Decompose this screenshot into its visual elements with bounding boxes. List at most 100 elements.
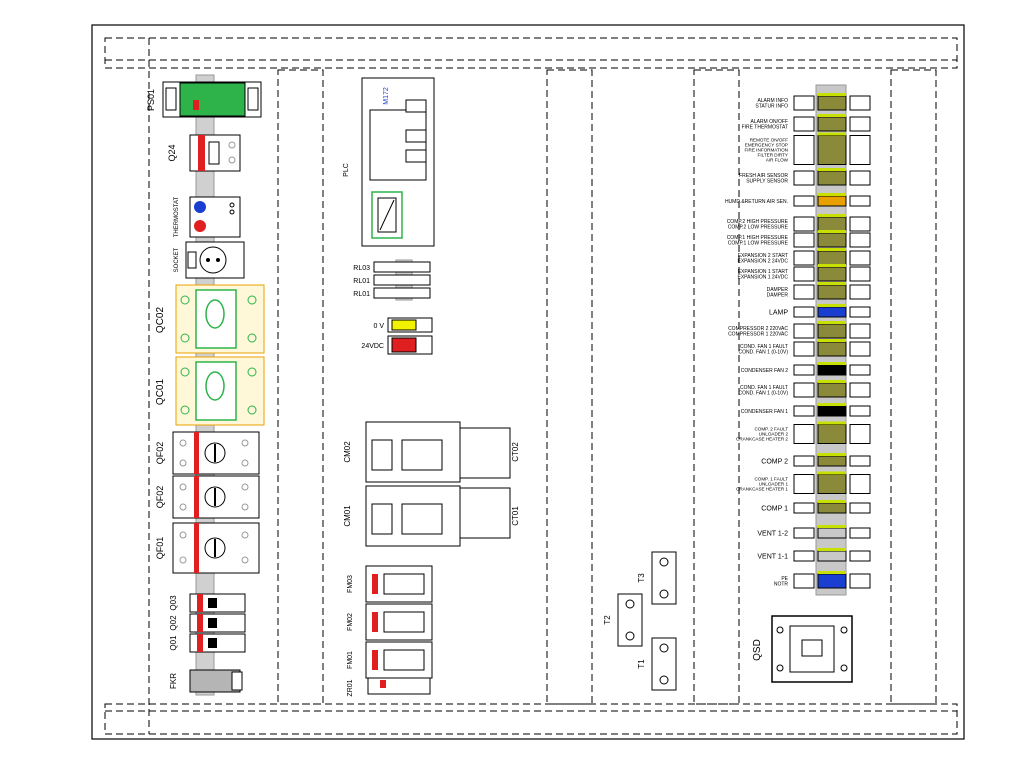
terminal-label: CONDENSER FAN 1 bbox=[741, 409, 788, 415]
terminal-block bbox=[793, 282, 871, 300]
label-rl01-a: RL01 bbox=[353, 278, 370, 285]
terminal-block bbox=[793, 548, 871, 562]
breaker-q02 bbox=[189, 613, 246, 633]
label-q02: Q02 bbox=[169, 615, 178, 631]
terminal-label: COMP.1 LOW PRESSURE bbox=[728, 241, 789, 247]
label-cm01: CM01 bbox=[343, 505, 352, 527]
terminal-block bbox=[793, 321, 871, 339]
terminal-label: VENT 1-1 bbox=[757, 554, 788, 561]
label-fm02: FM02 bbox=[347, 613, 354, 631]
terminal-label: AIR FLOW bbox=[766, 158, 789, 163]
terminal-label: FRESH AIR SENSOR bbox=[739, 173, 788, 179]
label-qf02-b: QF02 bbox=[155, 486, 165, 509]
label-q01: Q01 bbox=[169, 635, 178, 651]
terminal-block bbox=[793, 230, 871, 248]
terminal-label: HUMD.&RETURN AIR SEN. bbox=[725, 199, 788, 205]
breaker-qf01 bbox=[172, 522, 260, 574]
terminal-0v bbox=[387, 317, 433, 333]
terminal-label: COND. FAN 1 (0-10V) bbox=[739, 391, 789, 397]
terminal-label: COMP. 2 FAULT bbox=[754, 427, 788, 432]
terminal-label: COMP.2 LOW PRESSURE bbox=[728, 225, 789, 231]
terminal-label: REMOTE ON/OFF bbox=[750, 138, 788, 143]
transformer-t1 bbox=[651, 637, 677, 691]
label-24vdc: 24VDC bbox=[361, 343, 384, 350]
terminal-label: EXPANSION 2 24VDC bbox=[738, 259, 789, 265]
terminal-label: ALARM ON/OFF bbox=[750, 119, 788, 125]
terminal-label: EXPANSION 1 START bbox=[738, 269, 788, 275]
terminal-label: COMP.1 HIGH PRESSURE bbox=[727, 235, 789, 241]
label-zr01: ZR01 bbox=[347, 679, 354, 696]
terminal-label: COMP 1 bbox=[761, 505, 788, 512]
terminal-24vdc bbox=[387, 335, 433, 355]
terminal-label: COND. FAN 1 (0-10V) bbox=[739, 350, 789, 356]
terminal-label: UNLOADER 1 bbox=[759, 482, 789, 487]
terminal-block bbox=[793, 453, 871, 467]
terminal-label: DAMPER bbox=[767, 287, 789, 293]
breaker-qf02-a bbox=[172, 431, 260, 475]
label-qsd: QSD bbox=[752, 639, 763, 661]
terminal-block bbox=[793, 403, 871, 417]
label-plc: PLC bbox=[343, 163, 350, 177]
main-switch-qsd bbox=[771, 615, 853, 683]
motor-protector-fm02 bbox=[365, 603, 433, 641]
terminal-block bbox=[793, 339, 871, 357]
thermostat-unit bbox=[189, 196, 241, 238]
terminal-label: COND. FAN 1 FAULT bbox=[740, 344, 788, 350]
label-q24: Q24 bbox=[167, 144, 177, 161]
label-fm03: FM03 bbox=[347, 575, 354, 593]
vertical-duct-2 bbox=[546, 69, 593, 705]
label-rl01-b: RL01 bbox=[353, 291, 370, 298]
power-supply-ps01 bbox=[162, 81, 262, 118]
relay-rl01-a bbox=[373, 274, 431, 286]
relay-rl01-b bbox=[373, 287, 431, 299]
terminal-block bbox=[793, 248, 871, 266]
top-cable-duct bbox=[104, 37, 958, 69]
vertical-duct-4 bbox=[890, 69, 937, 705]
terminal-block bbox=[793, 471, 871, 494]
label-t1: T1 bbox=[637, 659, 646, 669]
terminal-label: CONDENSER FAN 2 bbox=[741, 368, 788, 374]
relay-zr01 bbox=[367, 677, 431, 695]
label-rl03: RL03 bbox=[353, 265, 370, 272]
terminal-block bbox=[793, 525, 871, 539]
terminal-label: FILTER DIRTY bbox=[758, 153, 788, 158]
terminal-block bbox=[793, 380, 871, 398]
terminal-label: EXPANSION 2 START bbox=[738, 253, 788, 259]
label-qc01: QC01 bbox=[155, 379, 166, 406]
terminal-label: NOTR bbox=[774, 582, 789, 588]
label-qf01: QF01 bbox=[155, 537, 165, 560]
terminal-block bbox=[793, 214, 871, 232]
contactor-cm02 bbox=[365, 421, 511, 483]
terminal-label: CRANKCASE HEATER 2 bbox=[736, 437, 788, 442]
terminal-label: COMPRESSOR 1 220VAC bbox=[728, 332, 788, 338]
label-q03: Q03 bbox=[169, 595, 178, 611]
terminal-block bbox=[793, 571, 871, 589]
relay-rl03 bbox=[373, 261, 431, 273]
terminal-label: LAMP bbox=[769, 309, 788, 316]
terminal-label: DAMPER bbox=[767, 293, 789, 299]
terminal-label: UNLOADER 2 bbox=[759, 432, 789, 437]
plc-controller bbox=[361, 77, 435, 247]
panel-outer-frame bbox=[91, 24, 965, 740]
terminal-block bbox=[793, 362, 871, 376]
label-ps01: PS01 bbox=[146, 89, 156, 111]
label-qc02: QC02 bbox=[155, 307, 166, 334]
label-cm02: CM02 bbox=[343, 441, 352, 463]
terminal-block bbox=[793, 421, 871, 444]
label-t2: T2 bbox=[603, 615, 612, 625]
motor-protector-fm03 bbox=[365, 565, 433, 603]
vertical-duct-1 bbox=[277, 69, 324, 705]
terminal-label: STATUR INFO bbox=[755, 104, 788, 110]
transformer-t2 bbox=[617, 593, 643, 647]
label-fm01: FM01 bbox=[347, 651, 354, 669]
terminal-label: COMP 2 bbox=[761, 458, 788, 465]
terminal-label: FIRE INFORMATION bbox=[744, 148, 788, 153]
terminal-block bbox=[793, 193, 871, 207]
terminal-block bbox=[793, 304, 871, 318]
terminal-label: COMPRESSOR 2 220VAC bbox=[728, 326, 788, 332]
switch-qc01 bbox=[175, 356, 265, 426]
terminal-label: FIRE THERMOSTAT bbox=[742, 125, 788, 131]
